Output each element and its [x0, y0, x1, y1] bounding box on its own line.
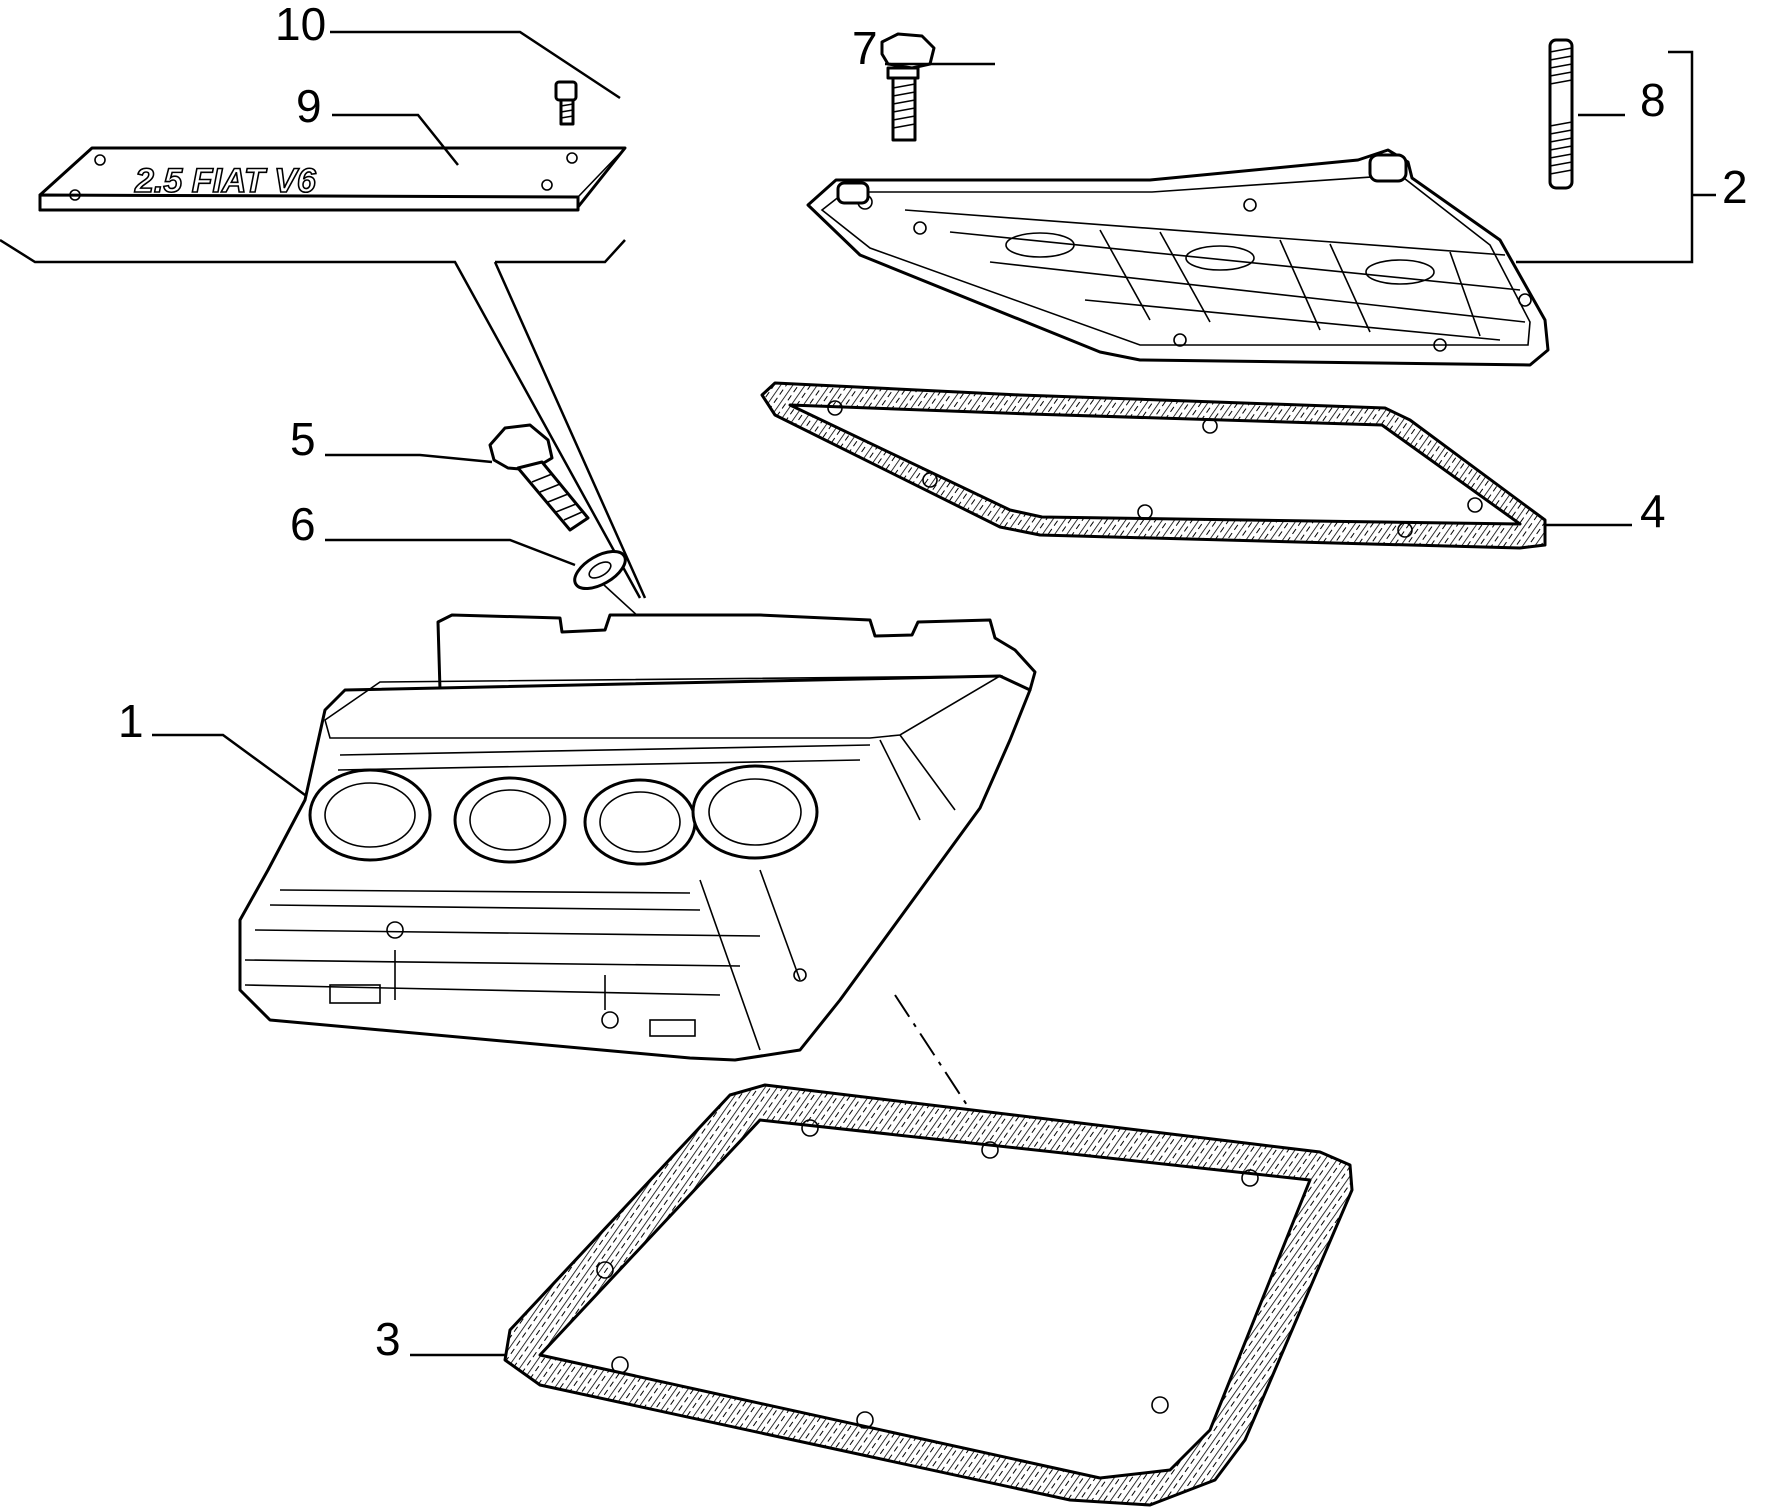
callout-10: 10 [275, 0, 326, 50]
callout-4: 4 [1640, 485, 1666, 537]
stud-8 [1548, 38, 1574, 190]
washer-6 [573, 549, 641, 619]
upper-gasket [760, 381, 1547, 550]
spark-plug-bores [308, 764, 819, 866]
callout-labels: 10 9 7 8 2 4 5 6 1 3 [118, 0, 1748, 1365]
callout-1: 1 [118, 695, 144, 747]
lower-gasket [503, 1083, 1354, 1507]
callout-2: 2 [1722, 161, 1748, 213]
badge-plate: 2.5 FIAT V6 [38, 146, 627, 212]
callout-8: 8 [1640, 74, 1666, 126]
callout-3: 3 [375, 1313, 401, 1365]
mounting-reference-lines [0, 238, 647, 599]
callout-5: 5 [290, 413, 316, 465]
badge-screw [554, 80, 578, 126]
callout-9: 9 [296, 80, 322, 132]
callout-6: 6 [290, 498, 316, 550]
leader-lines [152, 30, 1716, 1357]
callout-7: 7 [852, 22, 878, 74]
cylinder-head-cover [238, 613, 1037, 1062]
bolt-5 [488, 423, 590, 532]
upper-cover [806, 148, 1550, 367]
bolt-7 [880, 32, 936, 142]
badge-text: 2.5 FIAT V6 [134, 162, 317, 200]
